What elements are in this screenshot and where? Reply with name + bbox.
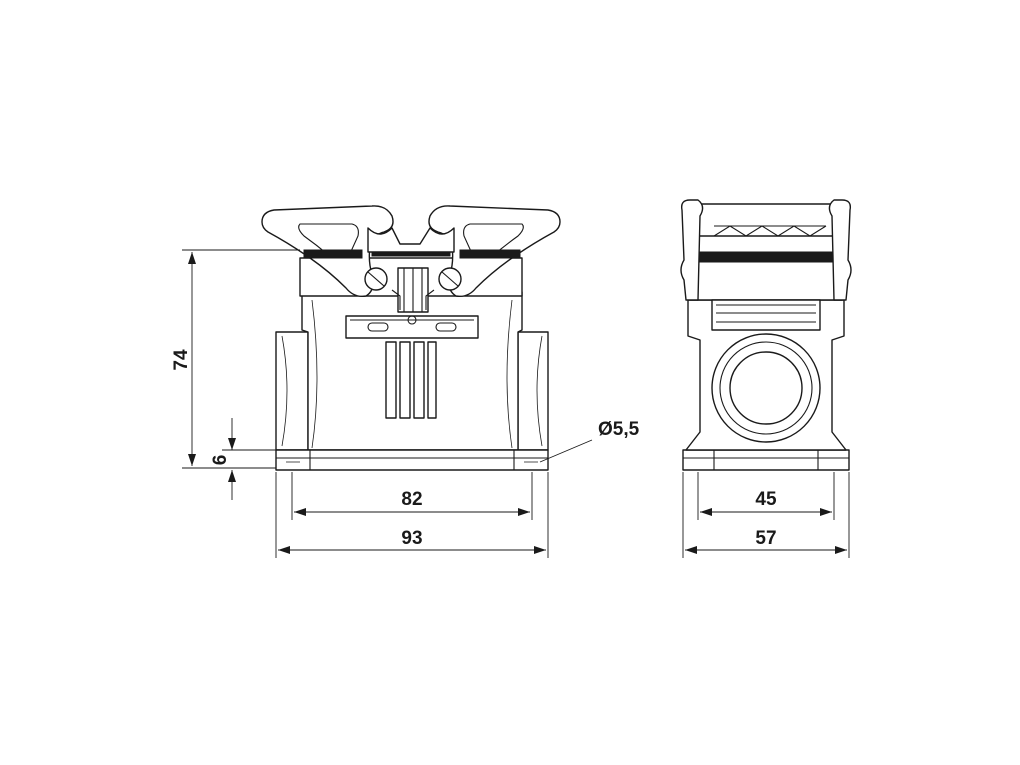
cable-entry-inner (729, 351, 803, 425)
side-view (680, 199, 852, 471)
right-clip (828, 199, 852, 301)
dim-label-45: 45 (755, 489, 777, 510)
dim-label-hole-diameter: Ø5,5 (598, 419, 640, 440)
dimension-lines (182, 249, 850, 558)
left-boss (275, 331, 309, 451)
right-boss (517, 331, 549, 451)
dim-label-74: 74 (171, 349, 192, 371)
side-lever (685, 203, 847, 237)
dim-label-82: 82 (401, 489, 422, 510)
left-clip (680, 199, 704, 301)
base-flange (275, 449, 549, 471)
dim-label-6: 6 (210, 455, 231, 466)
label-plate (345, 315, 479, 339)
cable-entry-ring (719, 341, 813, 435)
dim-label-57: 57 (755, 528, 776, 549)
rib-group (385, 341, 437, 419)
front-view (261, 205, 561, 471)
dim-label-93: 93 (401, 528, 422, 549)
side-base (682, 449, 850, 471)
side-seal-band (699, 251, 833, 263)
